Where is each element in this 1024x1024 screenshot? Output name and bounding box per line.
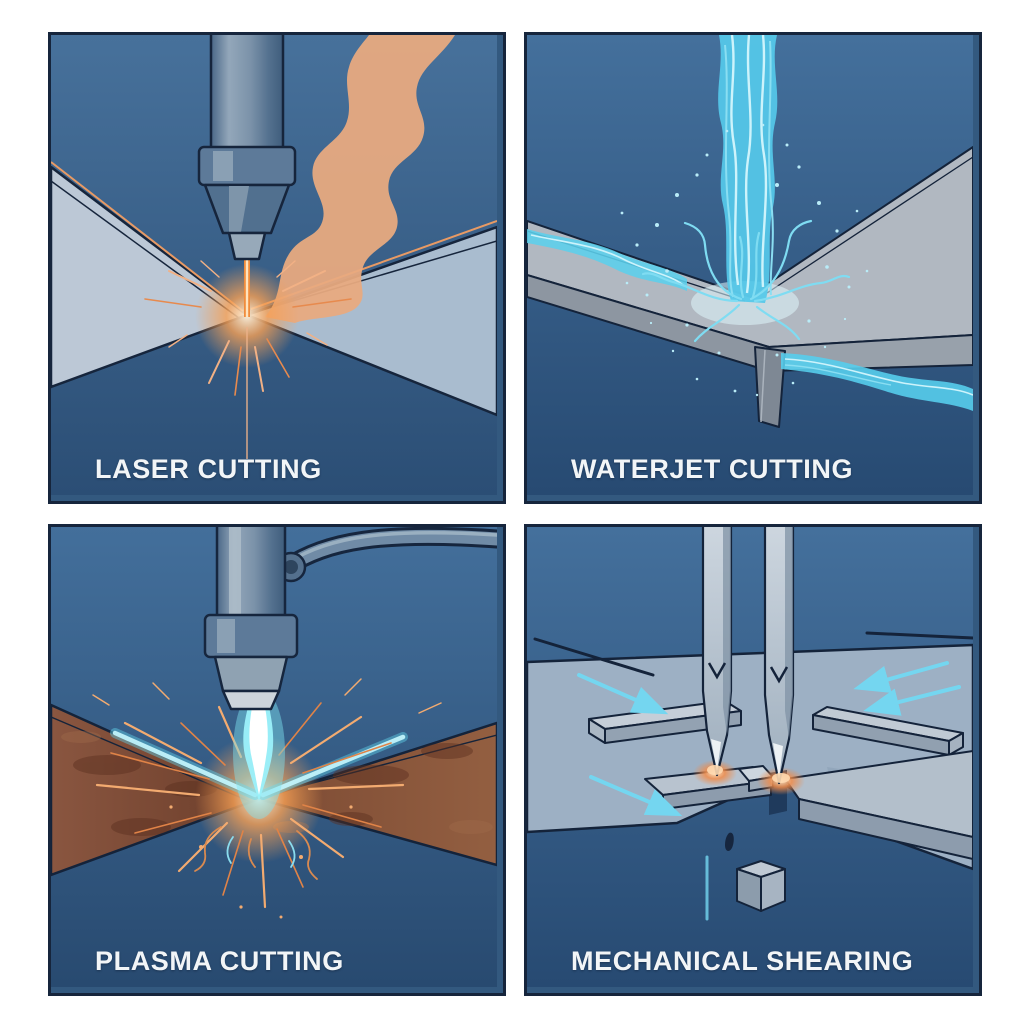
panel-plasma-cutting: PLASMA CUTTING [48,524,506,996]
laser-beam [244,257,250,317]
rust-highlights [61,731,493,834]
arrow-upper-left [577,673,669,715]
plasma-cutting-illustration [51,527,497,987]
plasma-cutting-label: PLASMA CUTTING [95,946,344,976]
rust-blotches [73,743,473,836]
plasma-ember-dots [169,805,353,919]
panel-mechanical-shearing: MECHANICAL SHEARING [524,524,982,996]
waterjet-splash [641,219,851,343]
waterjet-impact-glow [691,281,799,325]
water-flow-ribbon-left [527,229,687,291]
arrow-upper-right-1 [853,661,949,693]
waterjet-droplets [620,123,869,397]
laser-cutting-illustration [51,35,497,495]
force-arrows [577,661,961,921]
waterjet-cutting-label: WATERJET CUTTING [571,454,854,484]
cut-cube [736,860,786,912]
waterjet-cut-fin [754,346,786,428]
surface-back-edge-right [865,631,973,640]
shear-blade-right [763,527,795,785]
surface-back-edge-left [533,637,655,677]
plasma-sparks [92,678,442,909]
plasma-flame [243,707,274,801]
arrow-lower-left [589,775,683,817]
arrow-upper-right-2 [863,685,961,716]
panel-laser-cutting: LASER CUTTING [48,32,506,504]
smoke-plume [265,35,455,323]
blade-hotspot-left [707,765,723,775]
mechanical-shearing-label: MECHANICAL SHEARING [571,946,914,976]
laser-sparks [144,260,352,396]
plasma-torch [203,527,497,711]
water-flow-ribbon-right [781,353,973,411]
waterjet-stream-strands [724,35,774,298]
blade-hotspot-right [772,773,790,783]
waterjet-cutting-illustration [527,35,973,495]
laser-cutting-label: LASER CUTTING [95,454,322,484]
falling-slug [725,832,734,851]
laser-cutting-head [197,35,297,261]
shear-blade-left [701,527,733,777]
panel-waterjet-cutting: WATERJET CUTTING [524,32,982,504]
sheet-plate-right [784,750,973,860]
mechanical-shearing-illustration [527,527,973,987]
